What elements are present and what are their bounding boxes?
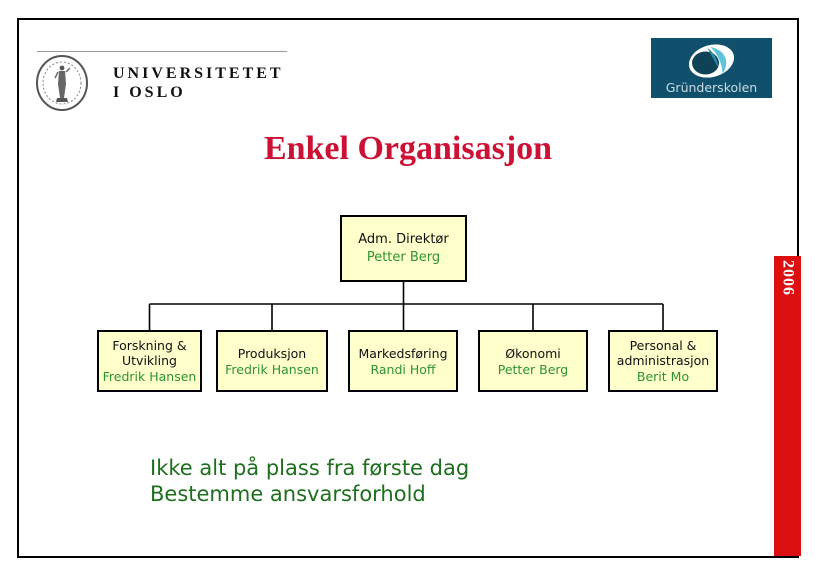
- university-name-line1: UNIVERSITETET: [113, 65, 284, 82]
- year-sidebar: 2006: [774, 256, 801, 556]
- org-box-root: Adm. Direktør Petter Berg: [340, 215, 467, 282]
- org-role: Adm. Direktør: [358, 232, 449, 247]
- org-person: Fredrik Hansen: [225, 361, 319, 377]
- org-person: Fredrik Hansen: [102, 369, 197, 384]
- grunderskolen-swirl-icon: [688, 44, 735, 78]
- grunderskolen-label: Gründerskolen: [665, 80, 758, 95]
- university-name: UNIVERSITETET I OSLO: [113, 64, 284, 102]
- org-box-okonomi: Økonomi Petter Berg: [478, 330, 588, 392]
- org-role: Personal & administrasjon: [616, 338, 710, 368]
- org-role: Markedsføring: [358, 345, 448, 361]
- org-box-produksjon: Produksjon Fredrik Hansen: [216, 330, 328, 392]
- org-box-personal-administrasjon: Personal & administrasjon Berit Mo: [608, 330, 718, 392]
- note-line-2: Bestemme ansvarsforhold: [150, 482, 426, 506]
- org-role: Forskning & Utvikling: [112, 338, 187, 368]
- org-person: Petter Berg: [366, 250, 441, 265]
- uio-divider-line: [37, 51, 287, 52]
- org-box-markedsforing: Markedsføring Randi Hoff: [348, 330, 458, 392]
- notes-block: Ikke alt på plass fra første dag Bestemm…: [150, 455, 469, 507]
- page-title: Enkel Organisasjon: [263, 130, 553, 167]
- note-line-1: Ikke alt på plass fra første dag: [150, 456, 470, 480]
- org-person: Randi Hoff: [370, 361, 436, 377]
- org-box-forskning-utvikling: Forskning & Utvikling Fredrik Hansen: [97, 330, 202, 392]
- org-person: Berit Mo: [636, 369, 690, 384]
- grunderskolen-logo: Gründerskolen: [651, 38, 772, 98]
- uio-seal-icon: [36, 55, 88, 111]
- year-label: 2006: [779, 260, 797, 296]
- university-name-line2: I OSLO: [113, 84, 186, 101]
- org-role: Produksjon: [237, 345, 307, 361]
- org-role: Økonomi: [505, 345, 561, 361]
- org-person: Petter Berg: [497, 361, 569, 377]
